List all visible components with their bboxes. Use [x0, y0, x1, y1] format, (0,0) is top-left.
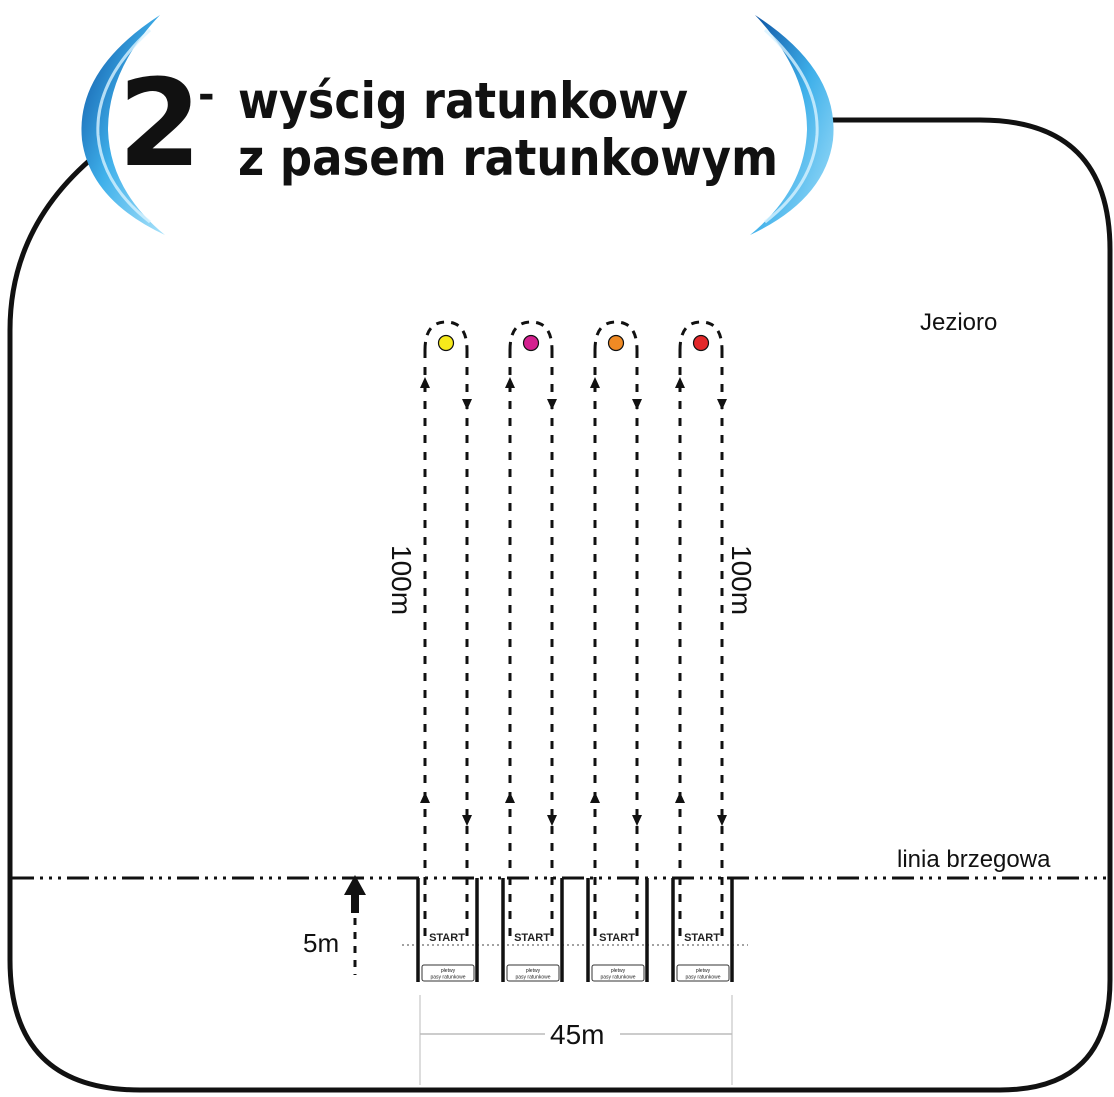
down-arrow-icon: [547, 815, 557, 826]
down-arrow-icon: [717, 399, 727, 410]
equipment-label-line-1: płetwy: [611, 968, 626, 974]
down-arrow-icon: [462, 815, 472, 826]
down-arrow-icon: [462, 399, 472, 410]
water-splash-left-icon: [81, 15, 165, 235]
start-label: START: [599, 932, 635, 944]
start-label: START: [514, 932, 550, 944]
lake-label: Jezioro: [920, 309, 997, 336]
lane-turn: [678, 320, 724, 351]
up-arrow-icon: [420, 377, 430, 388]
equipment-label-line-2: pasy ratunkowe: [600, 975, 635, 981]
equipment-label-line-2: pasy ratunkowe: [430, 975, 465, 981]
equipment-label-line-1: płetwy: [696, 968, 711, 974]
up-arrow-icon: [590, 377, 600, 388]
buoy-icon: [692, 334, 710, 352]
equipment-label-line-2: pasy ratunkowe: [515, 975, 550, 981]
start-label: START: [429, 932, 465, 944]
shoreline-label: linia brzegowa: [897, 846, 1051, 873]
width-dimension: [419, 995, 733, 1085]
up-arrow-icon: [420, 792, 430, 803]
lane-turn: [593, 320, 639, 351]
width-label: 45m: [550, 1019, 604, 1050]
distance-label-right: 100m: [726, 545, 757, 615]
down-arrow-icon: [632, 815, 642, 826]
up-arrow-icon: [675, 377, 685, 388]
shore-offset-label: 5m: [303, 928, 339, 958]
up-arrow-icon: [344, 875, 366, 895]
shore-offset-marker: [344, 875, 366, 975]
down-arrow-icon: [632, 399, 642, 410]
equipment-label-line-1: płetwy: [526, 968, 541, 974]
title-line-1: wyścig ratunkowy: [238, 72, 688, 130]
title-line-2: z pasem ratunkowym: [238, 129, 778, 187]
buoy-icon: [522, 334, 540, 352]
up-arrow-icon: [505, 377, 515, 388]
water-splash-right-icon: [750, 15, 834, 235]
down-arrow-icon: [717, 815, 727, 826]
title-number: 2: [118, 55, 202, 194]
equipment-label-line-2: pasy ratunkowe: [685, 975, 720, 981]
up-arrow-icon: [505, 792, 515, 803]
equipment-box: [591, 964, 645, 982]
start-label: START: [684, 932, 720, 944]
down-arrow-icon: [547, 399, 557, 410]
equipment-box: [506, 964, 560, 982]
distance-label-left: 100m: [386, 545, 417, 615]
equipment-box: [676, 964, 730, 982]
up-arrow-icon: [675, 792, 685, 803]
lane-turn: [508, 320, 554, 351]
equipment-box: [421, 964, 475, 982]
lane-turn: [423, 320, 469, 351]
up-arrow-icon: [590, 792, 600, 803]
equipment-label-line-1: płetwy: [441, 968, 456, 974]
title-dash: -: [198, 72, 215, 118]
buoy-icon: [437, 334, 455, 352]
diagram-frame: [7, 117, 1113, 1093]
buoy-icon: [607, 334, 625, 352]
